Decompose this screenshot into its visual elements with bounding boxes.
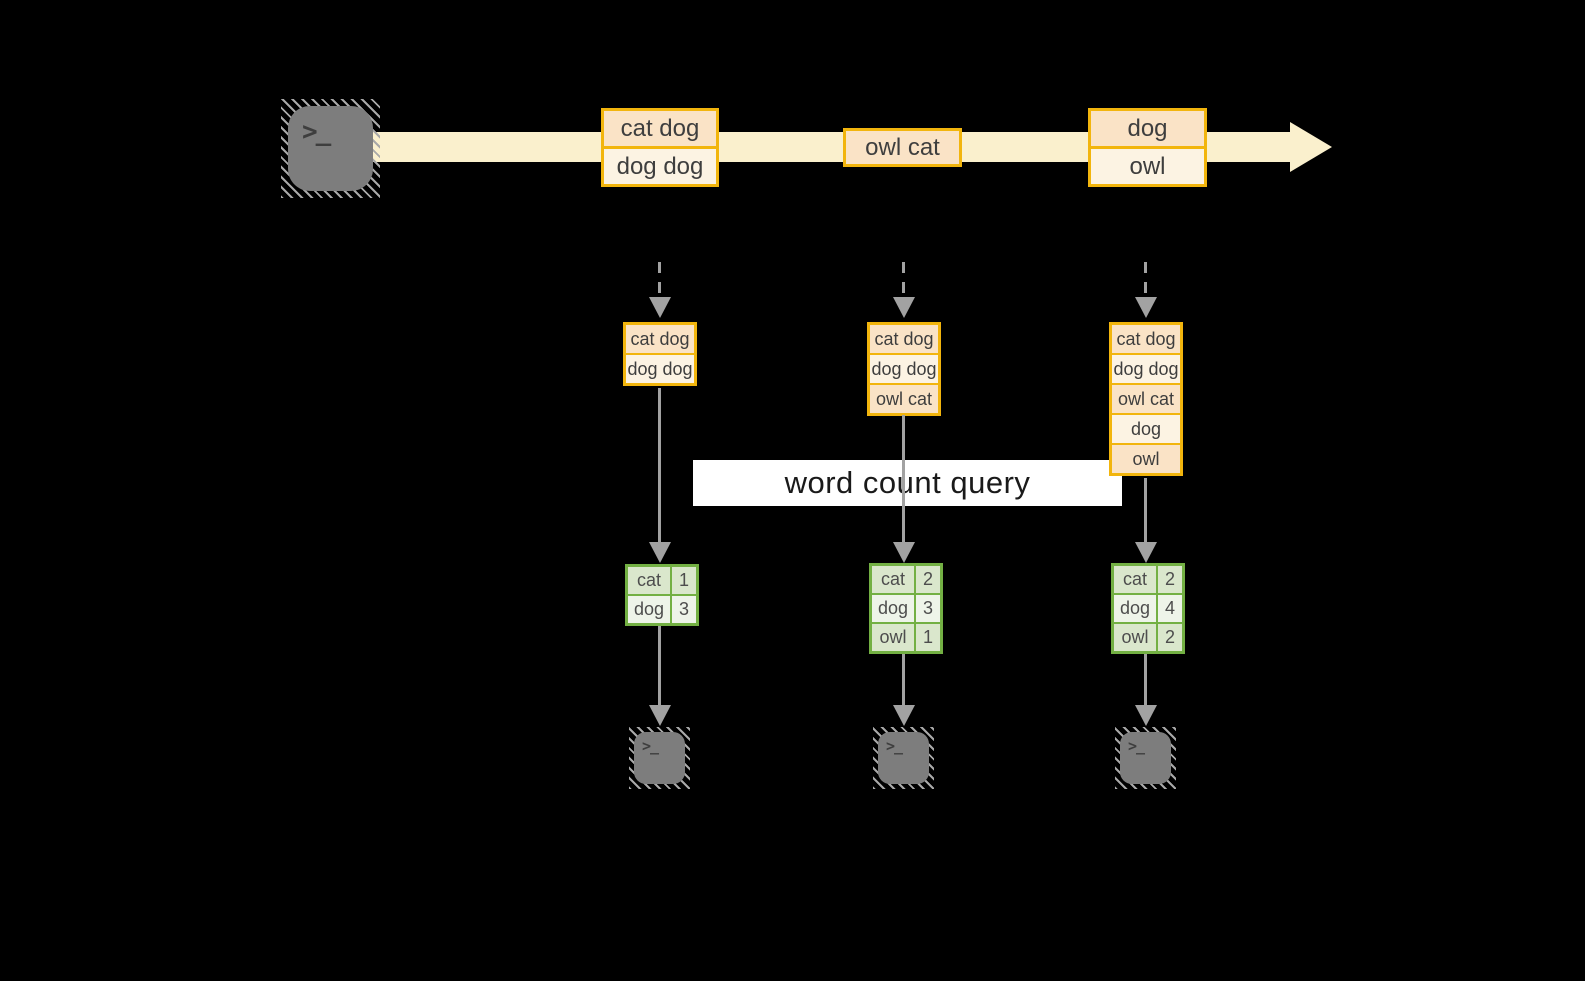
- word-cell: dog: [1114, 595, 1158, 622]
- arrow-shaft: [902, 654, 905, 705]
- arrow-head-icon: [893, 542, 915, 563]
- buffer-list-2: cat dog dog dog owl cat: [867, 322, 941, 416]
- buffer-row: cat dog: [870, 325, 938, 353]
- buffer-list-1: cat dog dog dog: [623, 322, 697, 386]
- event-box-2: owl cat: [843, 128, 962, 167]
- dashed-arrow-head-icon: [893, 297, 915, 318]
- word-cell: owl: [1114, 624, 1158, 651]
- buffer-row: dog dog: [1112, 353, 1180, 383]
- count-cell: 1: [916, 624, 940, 651]
- terminal-screen: >_: [634, 732, 685, 784]
- output-terminal-icon-3: >_: [1115, 727, 1176, 789]
- dashed-arrow-head-icon: [1135, 297, 1157, 318]
- count-row: dog 4: [1114, 593, 1182, 622]
- word-cell: dog: [628, 596, 672, 623]
- terminal-prompt-icon: >_: [642, 737, 659, 755]
- arrow-head-icon: [1135, 705, 1157, 726]
- arrow-shaft: [658, 388, 661, 542]
- terminal-prompt-icon: >_: [1128, 737, 1145, 755]
- event-box-1: cat dog dog dog: [601, 108, 719, 187]
- count-table-1: cat 1 dog 3: [625, 564, 699, 626]
- count-cell: 4: [1158, 595, 1182, 622]
- output-terminal-icon-1: >_: [629, 727, 690, 789]
- count-table-2: cat 2 dog 3 owl 1: [869, 563, 943, 654]
- count-row: dog 3: [628, 594, 696, 623]
- source-terminal-icon: >_: [281, 99, 380, 198]
- arrow-shaft: [1144, 654, 1147, 705]
- count-row: owl 1: [872, 622, 940, 651]
- event-cell: cat dog: [604, 111, 716, 146]
- arrow-shaft: [1144, 478, 1147, 542]
- buffer-row: owl: [1112, 443, 1180, 473]
- word-cell: owl: [872, 624, 916, 651]
- arrow-head-icon: [649, 542, 671, 563]
- query-label: word count query: [784, 465, 1031, 500]
- count-row: owl 2: [1114, 622, 1182, 651]
- event-cell: dog: [1091, 111, 1204, 146]
- count-cell: 2: [1158, 566, 1182, 593]
- buffer-row: dog dog: [626, 353, 694, 383]
- arrow-head-icon: [649, 705, 671, 726]
- count-table-3: cat 2 dog 4 owl 2: [1111, 563, 1185, 654]
- terminal-screen: >_: [288, 106, 373, 191]
- buffer-row: cat dog: [626, 325, 694, 353]
- count-row: cat 2: [1114, 566, 1182, 593]
- event-cell: dog dog: [604, 146, 716, 184]
- count-cell: 1: [672, 567, 696, 594]
- dashed-arrow-shaft: [902, 262, 905, 296]
- event-cell: owl cat: [846, 131, 959, 164]
- dashed-arrow-head-icon: [649, 297, 671, 318]
- buffer-row: dog dog: [870, 353, 938, 383]
- terminal-prompt-icon: >_: [886, 737, 903, 755]
- count-cell: 3: [672, 596, 696, 623]
- count-row: cat 1: [628, 567, 696, 594]
- terminal-prompt-icon: >_: [302, 117, 331, 147]
- output-terminal-icon-2: >_: [873, 727, 934, 789]
- arrow-shaft: [902, 415, 905, 542]
- count-cell: 2: [916, 566, 940, 593]
- dashed-arrow-shaft: [658, 262, 661, 296]
- count-row: cat 2: [872, 566, 940, 593]
- count-cell: 2: [1158, 624, 1182, 651]
- arrow-shaft: [658, 626, 661, 705]
- word-cell: dog: [872, 595, 916, 622]
- count-row: dog 3: [872, 593, 940, 622]
- dashed-arrow-shaft: [1144, 262, 1147, 296]
- word-cell: cat: [872, 566, 916, 593]
- stream-arrow-head-icon: [1290, 122, 1332, 172]
- count-cell: 3: [916, 595, 940, 622]
- event-cell: owl: [1091, 146, 1204, 184]
- buffer-row: owl cat: [1112, 383, 1180, 413]
- terminal-screen: >_: [878, 732, 929, 784]
- buffer-list-3: cat dog dog dog owl cat dog owl: [1109, 322, 1183, 476]
- arrow-head-icon: [1135, 542, 1157, 563]
- buffer-row: dog: [1112, 413, 1180, 443]
- terminal-screen: >_: [1120, 732, 1171, 784]
- buffer-row: cat dog: [1112, 325, 1180, 353]
- buffer-row: owl cat: [870, 383, 938, 413]
- event-box-3: dog owl: [1088, 108, 1207, 187]
- query-band: word count query: [693, 460, 1122, 506]
- word-cell: cat: [628, 567, 672, 594]
- arrow-head-icon: [893, 705, 915, 726]
- word-cell: cat: [1114, 566, 1158, 593]
